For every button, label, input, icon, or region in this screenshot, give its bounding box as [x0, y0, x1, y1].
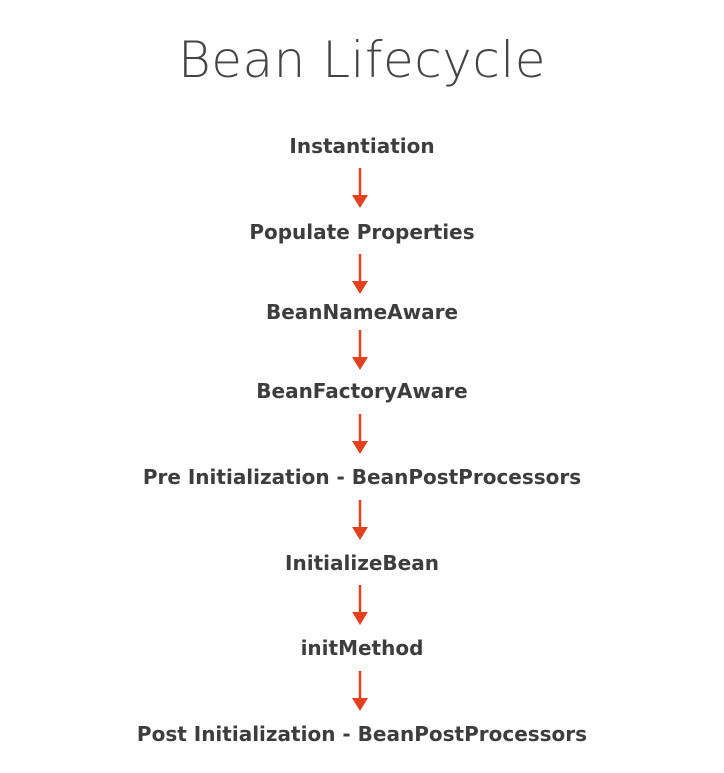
arrow-down-icon	[351, 585, 369, 625]
step-instantiation: Instantiation	[289, 134, 435, 158]
arrow-down-icon	[351, 330, 369, 370]
arrow-down-icon	[351, 168, 369, 208]
step-bean-factory-aware: BeanFactoryAware	[256, 379, 468, 403]
step-init-method: initMethod	[300, 636, 424, 660]
arrow-down-icon	[351, 254, 369, 294]
step-post-initialization: Post Initialization - BeanPostProcessors	[136, 722, 588, 746]
arrow-down-icon	[351, 414, 369, 454]
arrow-down-icon	[351, 671, 369, 711]
arrow-down-icon	[351, 500, 369, 540]
step-pre-initialization: Pre Initialization - BeanPostProcessors	[142, 465, 582, 489]
step-bean-name-aware: BeanNameAware	[265, 300, 459, 324]
step-initialize-bean: InitializeBean	[285, 551, 439, 575]
page-title: Bean Lifecycle	[177, 31, 547, 89]
step-populate-properties: Populate Properties	[249, 220, 475, 244]
